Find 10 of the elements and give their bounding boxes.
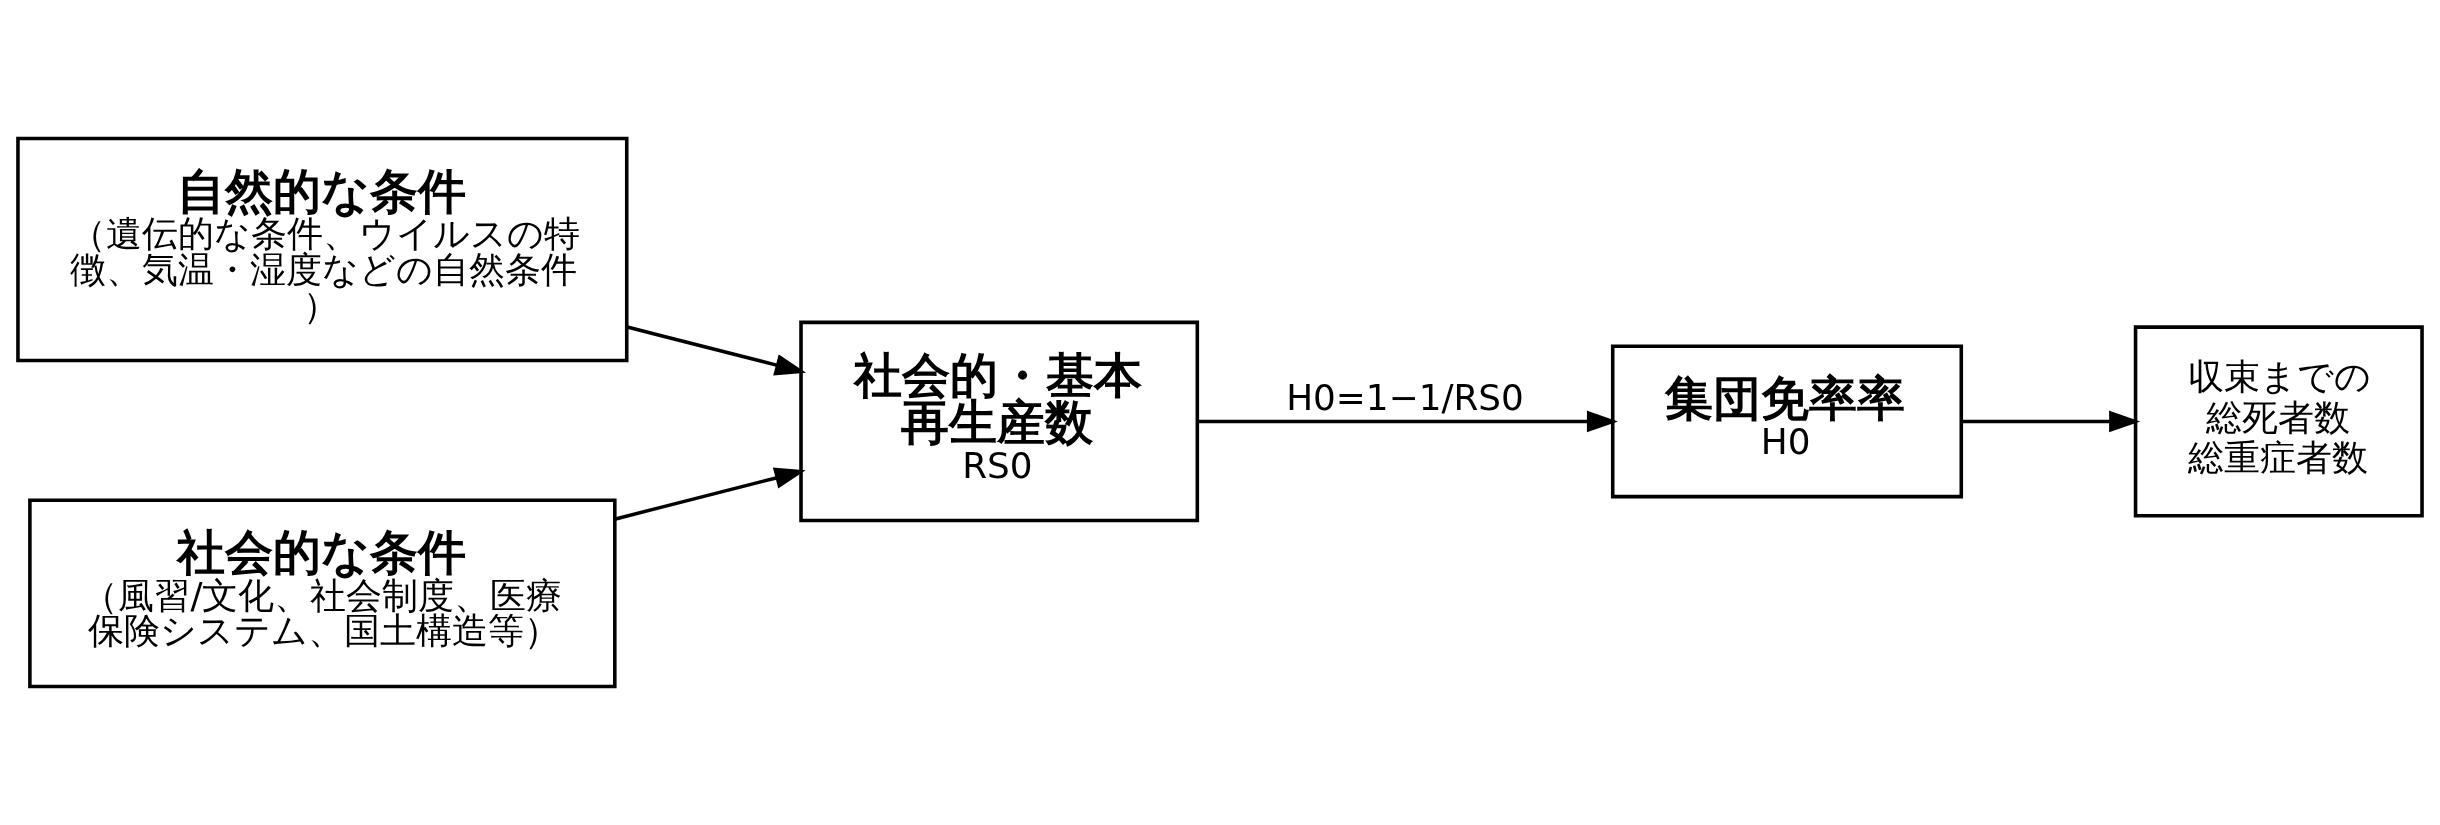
node-box: 集団免率率 H0	[1610, 344, 1964, 499]
node-box: 自然的な条件 （遺伝的な条件、ウイルスの特徴、気温・湿度などの自然条件）	[16, 136, 629, 363]
arrow	[615, 467, 806, 521]
arrow	[1961, 410, 2141, 433]
node-box: 社会的・基本再生産数 RS0	[799, 320, 1200, 523]
node-box: 収束までの 総死者数 総重症者数	[2133, 325, 2424, 518]
arrow	[626, 325, 807, 376]
arrow	[1198, 410, 1618, 433]
edge-label: H0=1−1/RS0	[1286, 376, 1524, 418]
node-box: 社会的な条件 （風習/文化、社会制度、医療保険システム、国土構造等）	[28, 498, 617, 689]
